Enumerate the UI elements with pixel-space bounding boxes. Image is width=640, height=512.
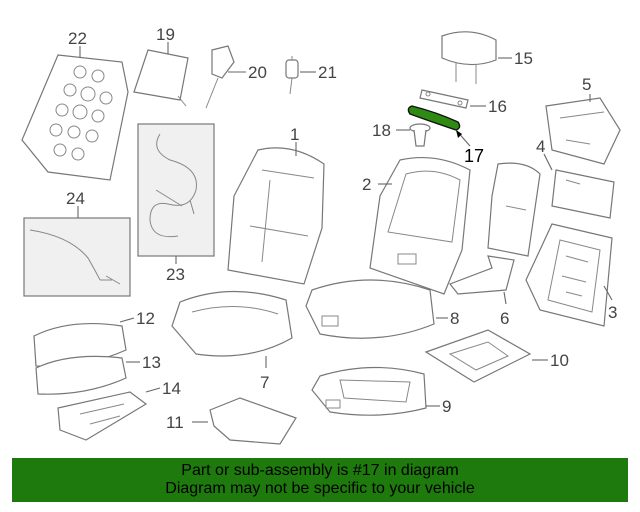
part-5-top-cover[interactable] [545, 97, 621, 165]
label-2: 2 [362, 175, 371, 194]
label-6: 6 [500, 309, 509, 328]
part-19-pad[interactable] [133, 49, 189, 107]
label-5: 5 [582, 75, 591, 94]
label-19: 19 [156, 25, 175, 44]
label-15: 15 [514, 49, 533, 68]
part-14-armrest-base[interactable] [57, 391, 148, 441]
label-14: 14 [162, 379, 181, 398]
label-8: 8 [450, 309, 459, 328]
part-23-wire[interactable] [137, 123, 215, 257]
label-3: 3 [608, 303, 617, 322]
label-7: 7 [260, 373, 269, 392]
part-1-seatback-cover[interactable] [227, 147, 325, 285]
banner-line-2: Diagram may not be specific to your vehi… [165, 480, 475, 497]
label-13: 13 [142, 353, 161, 372]
part-8-cushion-foam[interactable] [305, 279, 435, 339]
part-24-harness[interactable] [23, 217, 131, 297]
part-3-back-frame[interactable] [525, 223, 613, 327]
label-23: 23 [166, 265, 185, 284]
label-4: 4 [536, 137, 545, 156]
part-6-back-panel[interactable] [449, 162, 541, 295]
label-12: 12 [136, 309, 155, 328]
part-10-bracket[interactable] [424, 329, 532, 383]
label-11: 11 [166, 413, 184, 432]
part-9-cushion-frame[interactable] [311, 366, 427, 416]
part-16-bracket[interactable] [419, 89, 469, 109]
label-10: 10 [550, 351, 569, 370]
label-18: 18 [372, 121, 391, 140]
label-21: 21 [318, 63, 337, 82]
info-banner: Part or sub-assembly is #17 in diagram D… [12, 458, 628, 502]
label-16: 16 [488, 97, 507, 116]
label-22: 22 [68, 29, 87, 48]
part-13-armrest-pad[interactable] [35, 355, 127, 395]
banner-line-1: Part or sub-assembly is #17 in diagram [181, 462, 459, 479]
part-4-panel[interactable] [551, 169, 615, 219]
label-9: 9 [442, 397, 451, 416]
part-2-seatback-foam[interactable] [369, 156, 471, 295]
part-15-headrest[interactable] [441, 31, 497, 84]
part-7-cushion-cover[interactable] [171, 290, 293, 357]
label-24: 24 [66, 189, 85, 208]
label-17: 17 [464, 146, 484, 166]
part-22-panel[interactable] [21, 54, 129, 181]
label-1: 1 [290, 125, 299, 144]
part-11-mat[interactable] [209, 397, 297, 445]
part-21-connector[interactable] [285, 56, 299, 95]
label-20: 20 [248, 63, 267, 82]
part-20-clip[interactable] [205, 45, 235, 109]
part-18-plug[interactable] [409, 123, 431, 147]
